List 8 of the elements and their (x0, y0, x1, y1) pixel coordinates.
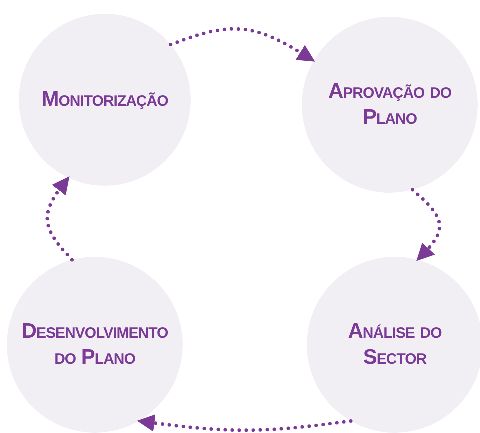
dotted-arrow (46, 176, 74, 262)
stage-label: Análise do Sector (347, 318, 443, 371)
stage-label: Monitorização (40, 86, 170, 113)
stage-label: Desenvolvimento do Plano (20, 318, 170, 371)
dotted-arrow (169, 27, 316, 63)
stage-label: Aprovação do Plano (327, 78, 453, 131)
dotted-arrow (411, 188, 442, 262)
dotted-arrow (137, 414, 353, 432)
